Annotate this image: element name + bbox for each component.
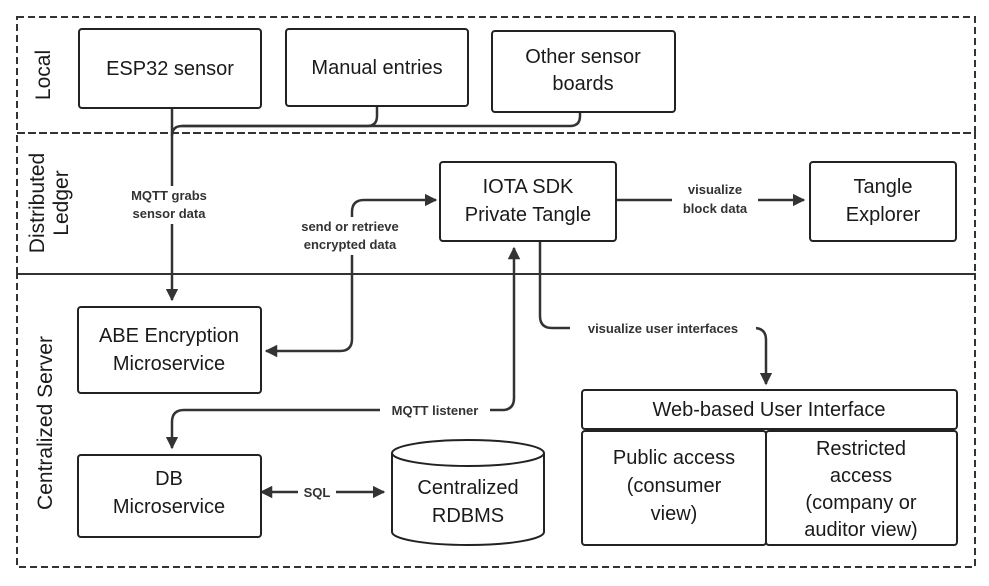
restricted-access-label-line1: Restricted [816,438,906,460]
db-microservice-label-line1: DB [155,468,183,490]
restricted-access-label-line3: (company or [805,492,916,514]
other-boards-connector [182,112,582,128]
visualize-ui-arrow [538,241,773,386]
server-zone-label: Centralized Server [34,336,57,510]
visualize-block-label-line2: block data [683,201,748,216]
mqtt-listener-label: MQTT listener [392,403,479,418]
iota-sdk-label-line2: Private Tangle [465,204,591,226]
iota-sdk-node [439,161,617,242]
abe-encryption-label-line2: Microservice [113,353,225,375]
other-sensor-boards-node [491,30,676,113]
rdbms-label-line1: Centralized [417,477,518,499]
public-access-label-line2: (consumer [627,475,722,497]
tangle-explorer-node [809,161,957,242]
db-microservice-node [77,454,262,538]
other-sensor-boards-label-line1: Other sensor [525,46,641,68]
mqtt-grabs-label-line1: MQTT grabs [131,188,207,203]
public-access-label-line1: Public access [613,447,735,469]
restricted-access-label-line4: auditor view) [804,519,917,541]
abe-encryption-label-line1: ABE Encryption [99,325,239,347]
esp32-sensor-node [78,28,262,109]
web-ui-node [581,389,958,430]
abe-encryption-node [77,306,262,394]
manual-entries-label: Manual entries [311,57,442,79]
public-access-label-line3: view) [651,503,698,525]
tangle-explorer-label-line1: Tangle [854,176,913,198]
mqtt-listener-arrow [165,246,521,450]
tangle-explorer-label-line2: Explorer [846,204,921,226]
manual-entries-connector [170,106,379,137]
ledger-zone-label-line1: Distributed [26,153,49,253]
restricted-access-node [765,430,958,546]
local-zone-label: Local [32,50,55,100]
visualize-ui-label: visualize user interfaces [588,321,738,336]
rdbms-database-cylinder [391,439,545,546]
send-retrieve-label-line2: encrypted data [304,237,397,252]
send-retrieve-label-line1: send or retrieve [301,219,399,234]
db-microservice-label-line2: Microservice [113,496,225,518]
restricted-access-label-line2: access [830,465,892,487]
manual-entries-node [285,28,469,107]
web-ui-label: Web-based User Interface [652,399,885,421]
ledger-zone-label-line2: Ledger [50,170,73,235]
rdbms-label-line2: RDBMS [432,505,504,527]
iota-sdk-label-line1: IOTA SDK [483,176,574,198]
sql-label: SQL [304,485,331,500]
mqtt-grabs-label-line2: sensor data [133,206,207,221]
esp32-sensor-label: ESP32 sensor [106,58,234,80]
other-sensor-boards-label-line2: boards [552,73,613,95]
visualize-block-label-line1: visualize [688,182,742,197]
